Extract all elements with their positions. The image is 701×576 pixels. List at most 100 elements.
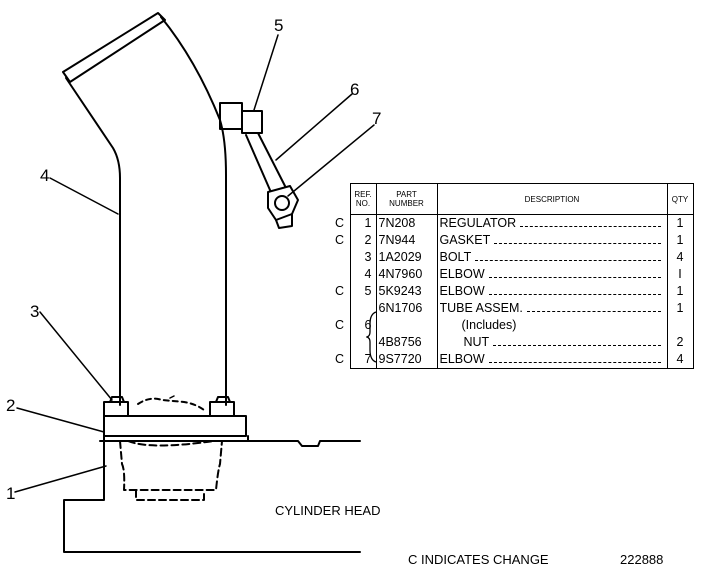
description-cell: ELBOW: [436, 283, 668, 300]
change-indicator: C: [335, 284, 345, 298]
ref-no-cell: 2: [349, 232, 377, 249]
description-text: NUT: [463, 335, 490, 349]
dotted-leader: [520, 220, 661, 227]
description-wrap: TUBE ASSEM.: [440, 300, 665, 317]
qty-cell: 1: [666, 300, 694, 317]
description-cell: ELBOW: [436, 351, 668, 369]
qty-cell: 1: [666, 214, 694, 232]
figure-number: 222888: [620, 552, 664, 567]
description-wrap: GASKET: [440, 232, 665, 249]
flange-gasket: [103, 395, 249, 442]
description-header: DESCRIPTION: [436, 183, 668, 215]
part-number-header: PART NUMBER: [375, 183, 438, 215]
ref-no-cell: 4: [349, 266, 377, 283]
qty-cell: I: [666, 266, 694, 283]
change-column-header: [333, 184, 350, 215]
ref-6-bracket: [366, 311, 377, 363]
change-indicator: [333, 266, 350, 283]
callout-6: 6: [350, 80, 360, 99]
qty-cell: [666, 317, 694, 334]
description-text: ELBOW: [439, 284, 485, 298]
description-wrap: ELBOW: [440, 266, 665, 283]
description-cell: TUBE ASSEM.: [436, 300, 668, 317]
description-text: REGULATOR: [439, 216, 517, 230]
description-text: BOLT: [439, 250, 472, 264]
qty-cell: 4: [666, 351, 694, 369]
description-cell: BOLT: [436, 249, 668, 266]
qty-cell: 4: [666, 249, 694, 266]
description-cell: GASKET: [436, 232, 668, 249]
part-number-cell: 7N944: [375, 232, 438, 249]
part-number-cell: 7N208: [375, 214, 438, 232]
callout-7: 7: [372, 109, 382, 128]
callout-2: 2: [6, 396, 16, 415]
qty-header: QTY: [666, 183, 694, 215]
qty-cell: 1: [666, 283, 694, 300]
table-row: 4B8756 NUT 2: [333, 334, 694, 351]
dotted-leader: [488, 288, 661, 295]
part-number-cell: 4N7960: [375, 266, 438, 283]
callout-leaders: [14, 34, 375, 493]
description-text: ELBOW: [439, 352, 485, 366]
description-text: TUBE ASSEM.: [439, 301, 523, 315]
dotted-leader: [493, 339, 661, 346]
change-indicator: C: [335, 233, 345, 247]
change-indicator: C: [335, 318, 345, 332]
description-text: ELBOW: [439, 267, 485, 281]
part-number-cell: 4B8756: [375, 334, 438, 351]
change-indicator: C: [335, 352, 345, 367]
description-wrap: NUT: [440, 334, 665, 351]
description-wrap: ELBOW: [440, 283, 665, 300]
description-cell: ELBOW: [436, 266, 668, 283]
description-cell: NUT: [436, 334, 668, 351]
part-number-cell: 1A2029: [375, 249, 438, 266]
part-number-cell: 6N1706: [375, 300, 438, 317]
change-indicator: [333, 300, 350, 317]
change-indicator: [333, 334, 350, 351]
ref-no-cell: 5: [349, 283, 377, 300]
table-header-row: REF. NO. PART NUMBER DESCRIPTION QTY: [333, 183, 694, 215]
description-text: GASKET: [439, 233, 491, 247]
callout-5: 5: [274, 16, 284, 35]
part-number-cell: [375, 317, 438, 334]
dotted-leader: [526, 305, 661, 312]
change-indicator: C: [335, 215, 345, 230]
description-wrap: BOLT: [440, 249, 665, 266]
elbow-tube: [62, 12, 227, 406]
ref-no-header: REF. NO.: [349, 183, 377, 215]
description-wrap: ELBOW: [440, 351, 665, 368]
callout-1: 1: [6, 484, 16, 503]
description-text: (Includes): [461, 318, 517, 332]
change-note: C INDICATES CHANGE: [408, 552, 549, 567]
ref-no-cell: 3: [349, 249, 377, 266]
description-wrap: REGULATOR: [440, 215, 665, 232]
description-cell: (Includes): [436, 317, 668, 334]
qty-cell: 1: [666, 232, 694, 249]
ref-no-cell: 1: [349, 214, 377, 232]
qty-cell: 2: [666, 334, 694, 351]
callout-4: 4: [40, 166, 50, 185]
callout-3: 3: [30, 302, 40, 321]
cylinder-head-outline: [63, 440, 361, 553]
regulator-fitting: [219, 102, 299, 229]
change-indicator: [333, 249, 350, 266]
dotted-leader: [475, 254, 661, 261]
dotted-leader: [488, 271, 661, 278]
cylinder-head-label: CYLINDER HEAD: [275, 503, 381, 518]
part-number-cell: 9S7720: [375, 351, 438, 369]
dotted-leader: [494, 237, 661, 244]
dotted-leader: [488, 356, 661, 363]
description-wrap: (Includes): [440, 317, 665, 334]
description-cell: REGULATOR: [436, 214, 668, 232]
regulator-body: [119, 440, 223, 501]
